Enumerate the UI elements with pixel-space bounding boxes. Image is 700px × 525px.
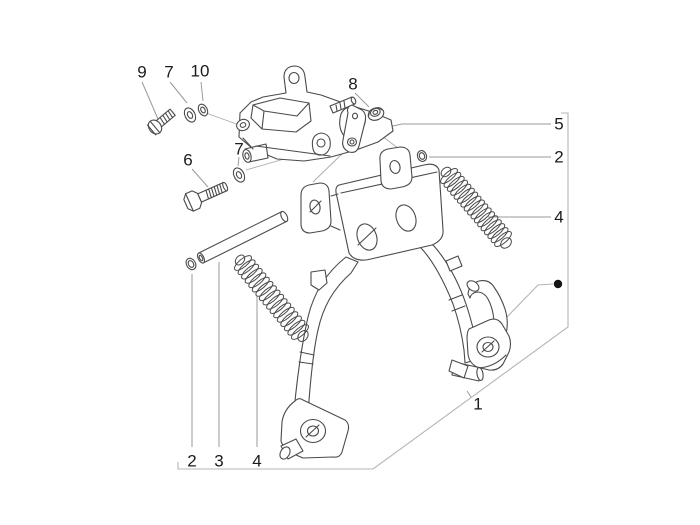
part-pivot-pin xyxy=(196,210,289,264)
group-bracket-line xyxy=(177,112,569,470)
part-washer-7-upper xyxy=(183,107,197,123)
callout-leader-lines xyxy=(141,81,551,447)
callout-label-2-right: 2 xyxy=(554,147,564,167)
part-o-ring-right xyxy=(416,150,428,162)
callout-label-6: 6 xyxy=(183,150,193,170)
callout-label-7-upper: 7 xyxy=(164,62,174,82)
part-return-spring-left xyxy=(234,254,309,342)
part-o-ring-left xyxy=(185,257,197,271)
part-flange-nut xyxy=(367,107,385,121)
callout-label-4-left: 4 xyxy=(252,451,262,471)
callout-label-5: 5 xyxy=(554,114,564,134)
part-spring-washer-10 xyxy=(197,103,209,117)
callout-label-1: 1 xyxy=(473,394,483,414)
callout-label-7-lower: 7 xyxy=(234,139,244,159)
part-retainer-plate xyxy=(342,104,367,153)
callout-label-10: 10 xyxy=(190,61,210,81)
part-centre-stand xyxy=(279,146,512,460)
part-return-spring-right xyxy=(440,166,512,249)
callout-label-2-left: 2 xyxy=(187,451,197,471)
assembly-bullet-leader-line xyxy=(505,283,554,319)
part-bolt-6 xyxy=(183,181,229,212)
callout-label-8: 8 xyxy=(348,74,358,94)
assembly-bullet xyxy=(553,279,563,289)
callout-label-9: 9 xyxy=(137,62,147,82)
part-washer-7-lower xyxy=(232,167,246,183)
callout-label-3: 3 xyxy=(214,451,224,471)
part-bolt-9 xyxy=(146,108,176,136)
callout-label-4-right: 4 xyxy=(554,207,564,227)
